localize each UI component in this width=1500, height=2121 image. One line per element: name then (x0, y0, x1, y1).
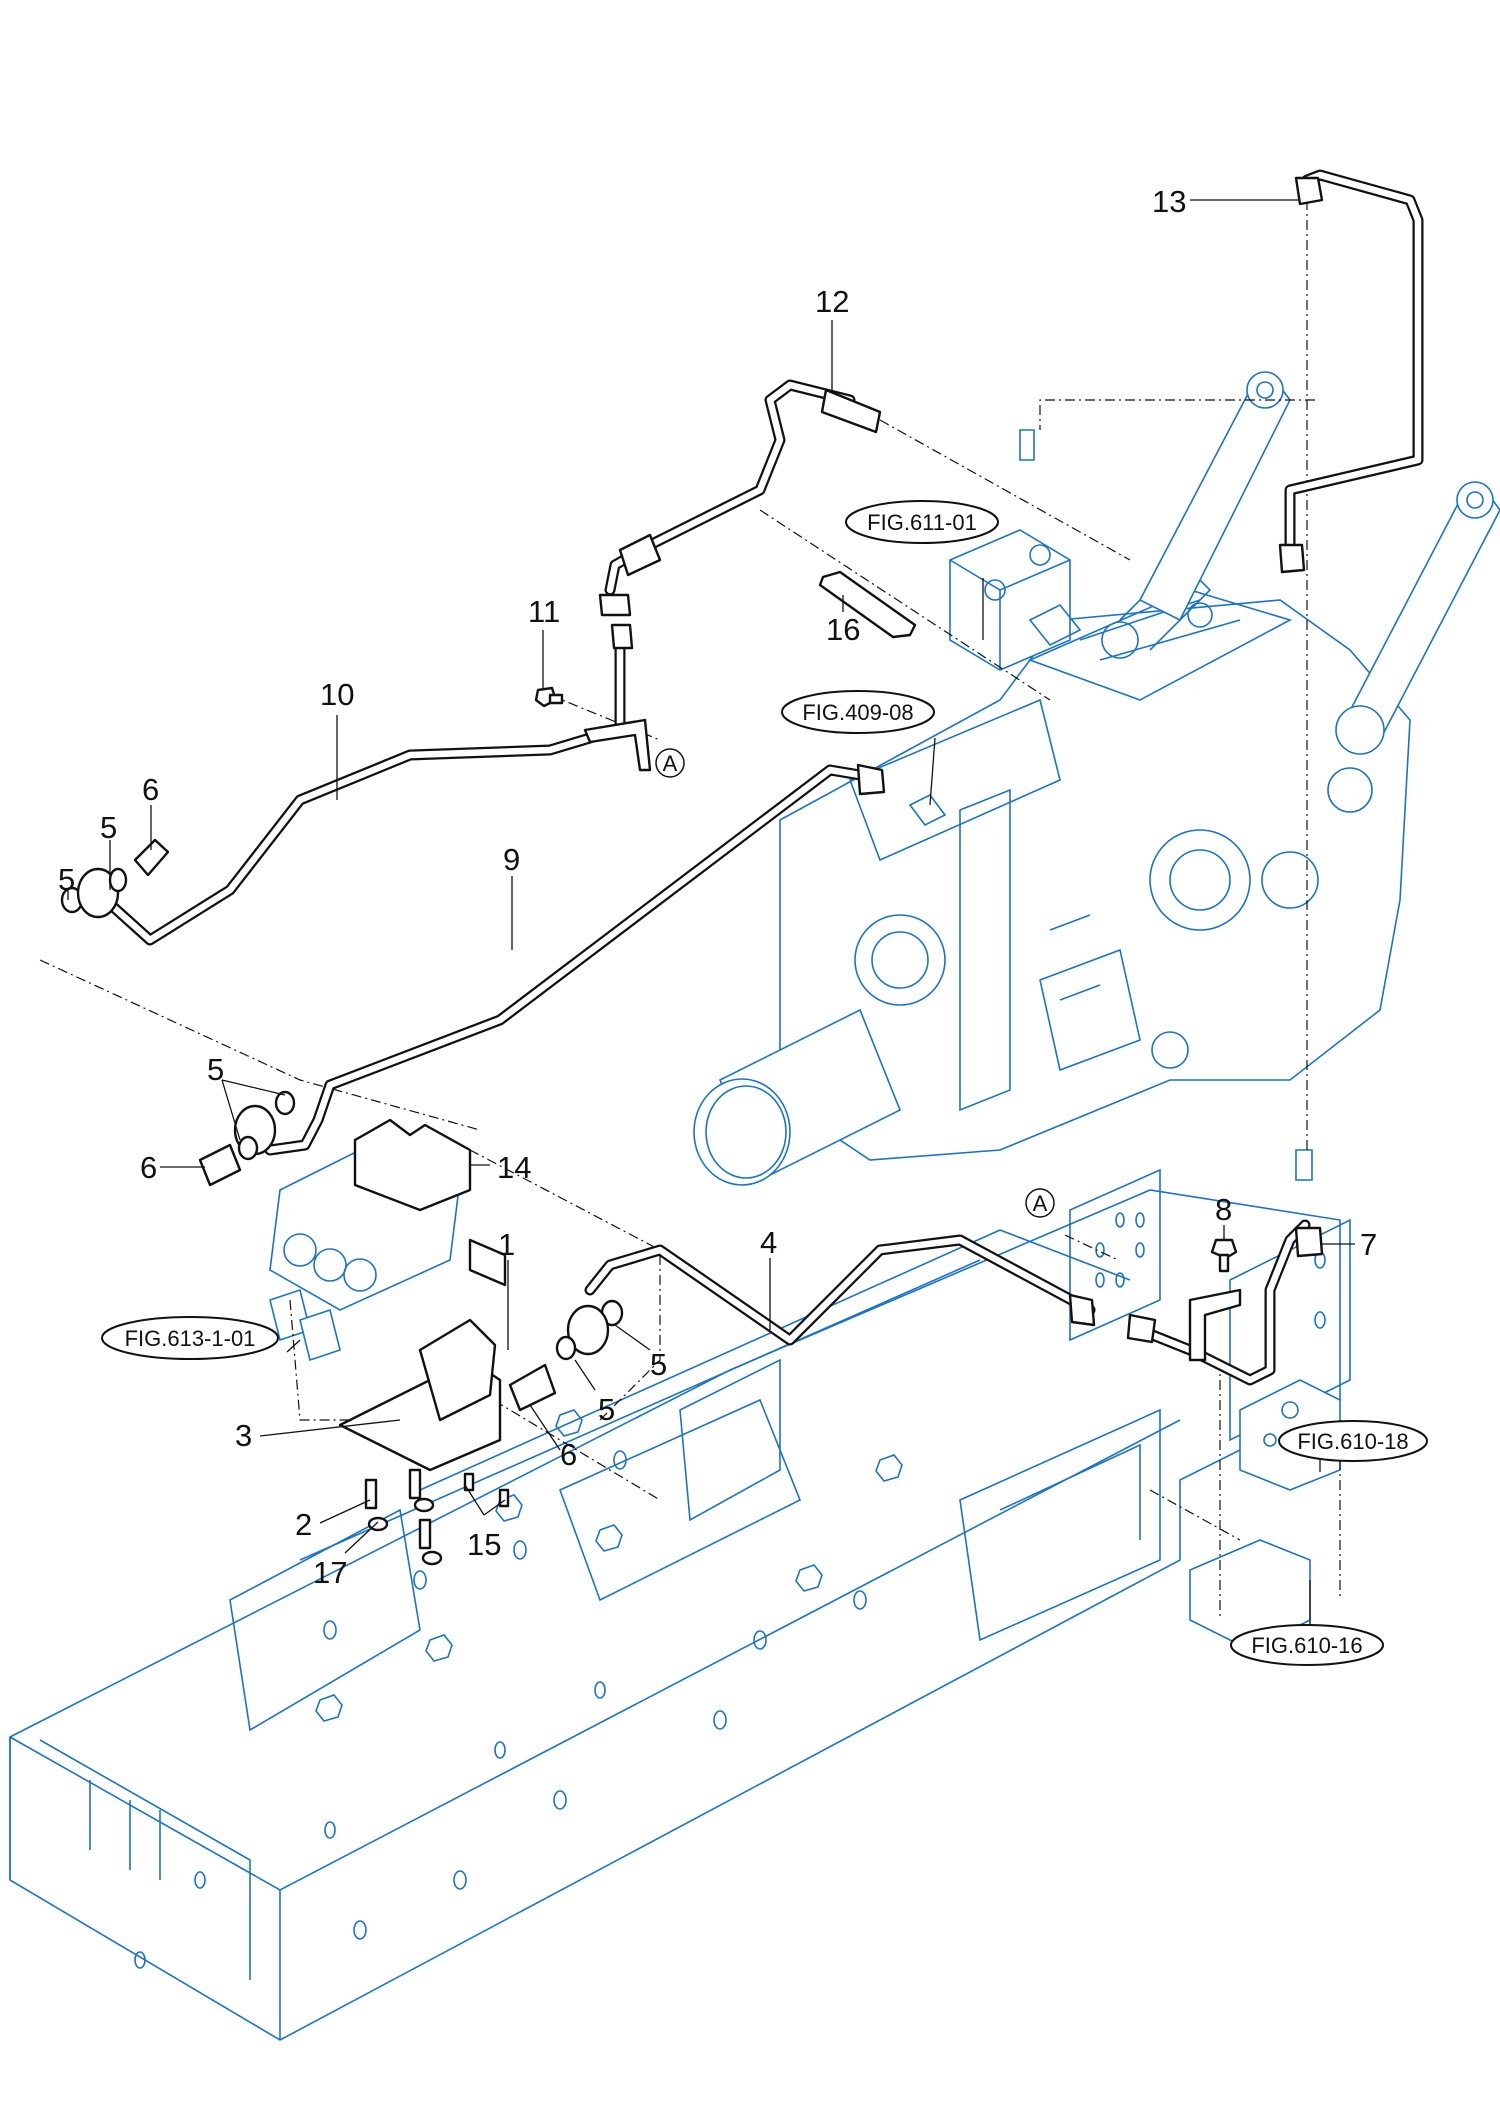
callout-17: 17 (313, 1555, 347, 1590)
fitting-409 (908, 793, 947, 827)
plate-16 (818, 570, 917, 639)
figref-610-18-label: FIG.610-18 (1297, 1429, 1408, 1454)
bolt-8-and-bracket (1188, 1238, 1242, 1362)
callout-10: 10 (320, 677, 354, 712)
callout-3: 3 (235, 1418, 252, 1453)
callout-13: 13 (1152, 184, 1186, 219)
figref-613-1-01-label: FIG.613-1-01 (125, 1326, 256, 1351)
lift-arms (1138, 371, 1500, 755)
callout-9: 9 (503, 842, 520, 877)
callout-5-upper-a: 5 (100, 810, 117, 845)
callout-14: 14 (497, 1150, 531, 1185)
studs-and-washers (364, 1468, 510, 1566)
callout-5-upper-b: 5 (58, 862, 75, 897)
figref-611-01-label: FIG.611-01 (867, 510, 977, 535)
callout-11: 11 (528, 594, 560, 629)
figure-refs: FIG.611-01 FIG.409-08 FIG.613-1-01 FIG.6… (101, 500, 1428, 1666)
pipe-13 (1278, 169, 1424, 574)
callout-5-lower-b: 5 (598, 1392, 615, 1427)
figref-409-08[interactable]: FIG.409-08 (781, 690, 935, 734)
callout-8: 8 (1215, 1192, 1232, 1227)
figref-613-1-01[interactable]: FIG.613-1-01 (101, 1316, 279, 1360)
pipe-4 (584, 1234, 1096, 1346)
ref-mark-a-lower: A (1025, 1188, 1055, 1218)
callouts: 13 12 11 10 16 6 5 5 9 5 6 14 1 4 8 7 5 … (58, 184, 1377, 1590)
frame-holes (134, 1450, 867, 1969)
callout-5-mid: 5 (207, 1052, 224, 1087)
reference-marks: A A (655, 748, 1055, 1218)
valve-block-611 (949, 529, 1082, 671)
callout-7: 7 (1360, 1227, 1377, 1262)
cover-14 (353, 1118, 472, 1212)
figref-611-01[interactable]: FIG.611-01 (845, 500, 999, 544)
figref-409-08-label: FIG.409-08 (802, 700, 913, 725)
callout-4: 4 (760, 1225, 777, 1260)
callout-12: 12 (815, 284, 849, 319)
callout-2: 2 (295, 1507, 312, 1542)
oil-filter (693, 1008, 902, 1186)
banjo-bolts-and-seals (60, 838, 624, 1412)
svg-text:A: A (663, 751, 678, 776)
assembly-lines (39, 200, 1341, 1620)
transmission-assembly (269, 371, 1500, 1651)
callout-16: 16 (826, 612, 860, 647)
leader-lines (67, 199, 1355, 1632)
svg-text:A: A (1033, 1191, 1048, 1216)
callout-6-lower: 6 (560, 1437, 577, 1472)
bolt-11-and-clip (534, 686, 652, 772)
pipe-9 (264, 763, 886, 1156)
callout-1: 1 (498, 1227, 515, 1262)
chassis-frame (9, 1168, 1351, 2041)
figref-610-16-label: FIG.610-16 (1251, 1633, 1362, 1658)
ref-mark-a-upper: A (655, 748, 685, 778)
bracket-1-and-3 (338, 1238, 507, 1472)
callout-6-mid: 6 (140, 1150, 157, 1185)
figref-610-18[interactable]: FIG.610-18 (1278, 1420, 1428, 1462)
frame-bolts (315, 1409, 903, 1722)
pipe-12 (598, 379, 882, 617)
fitting-upper (1019, 429, 1035, 461)
figref-610-16[interactable]: FIG.610-16 (1230, 1624, 1384, 1666)
callout-5-lower-a: 5 (650, 1347, 667, 1382)
fitting-mid (1295, 1149, 1313, 1181)
callout-6-upper: 6 (142, 772, 159, 807)
callout-15: 15 (467, 1527, 501, 1562)
